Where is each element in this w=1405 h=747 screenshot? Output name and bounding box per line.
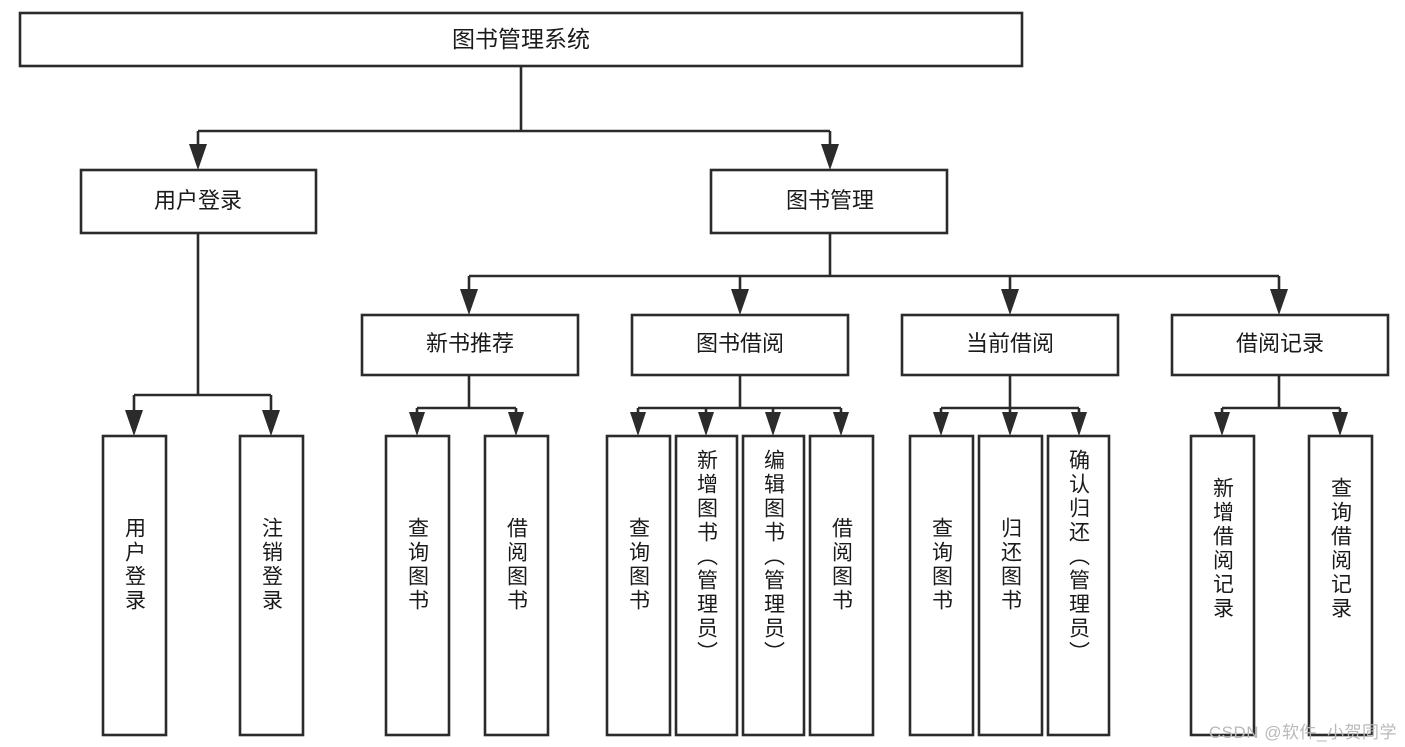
arrow-head-book-borrow [731,289,749,315]
arrow-head-bb-leaf-4 [833,412,849,436]
arrow-head-book-manage [821,144,839,170]
node-leaf-borrow-book-1-label: 借阅图书 [505,517,529,613]
node-leaf-add-book[interactable]: 新增图书（管理员） [674,434,739,737]
node-leaf-query-book-1[interactable]: 查询图书 [384,434,451,737]
arrow-head-leaf-user-login [125,410,143,436]
arrow-head-bb-leaf-1 [630,412,646,436]
arrow-head-new-book [460,289,478,315]
node-leaf-query-book-2[interactable]: 查询图书 [605,434,672,737]
node-leaf-query-record-box[interactable] [1307,434,1374,737]
node-borrow-record-label: 借阅记录 [1236,331,1324,356]
node-leaf-edit-book[interactable]: 编辑图书（管理员） [741,434,806,737]
node-leaf-add-record[interactable]: 新增借阅记录 [1189,434,1256,737]
arrow-head-cb-leaf-3 [1071,412,1087,436]
node-leaf-edit-book-box[interactable] [741,434,806,737]
node-leaf-add-record-label: 新增借阅记录 [1211,477,1235,621]
node-current-borrow-label: 当前借阅 [966,331,1054,356]
node-leaf-add-record-box[interactable] [1189,434,1256,737]
node-leaf-borrow-book-1[interactable]: 借阅图书 [483,434,550,737]
node-leaf-query-book-1-box[interactable] [384,434,451,737]
node-leaf-confirm-return-box[interactable] [1046,434,1111,737]
node-book-borrow-label: 图书借阅 [696,331,784,356]
node-leaf-user-login[interactable]: 用户登录 [101,434,168,737]
arrow-head-nb-leaf-1 [409,412,425,436]
node-leaf-borrow-book-1-box[interactable] [483,434,550,737]
arrow-head-cb-leaf-2 [1002,412,1018,436]
node-book-manage-label: 图书管理 [786,188,874,213]
node-leaf-query-book-3-label: 查询图书 [930,517,954,613]
node-leaf-query-book-3-box[interactable] [908,434,975,737]
node-leaf-query-book-2-label: 查询图书 [627,517,651,613]
node-leaf-return-book[interactable]: 归还图书 [977,434,1044,737]
node-leaf-user-login-label: 用户登录 [123,517,147,613]
node-book-borrow[interactable]: 图书借阅 [630,313,850,377]
node-leaf-borrow-book-2-box[interactable] [808,434,875,737]
node-book-manage[interactable]: 图书管理 [709,168,949,235]
node-leaf-query-book-1-label: 查询图书 [406,517,430,613]
node-leaf-query-record[interactable]: 查询借阅记录 [1307,434,1374,737]
node-new-book-recommend-box[interactable] [360,313,580,377]
node-leaf-borrow-book-2[interactable]: 借阅图书 [808,434,875,737]
arrow-head-leaf-logout [262,410,280,436]
arrow-head-br-leaf-2 [1332,412,1348,436]
node-leaf-edit-book-label: 编辑图书（管理员） [762,449,786,665]
node-borrow-record[interactable]: 借阅记录 [1170,313,1390,377]
node-root[interactable]: 图书管理系统 [18,11,1024,68]
node-user-login-box[interactable] [79,168,318,235]
node-leaf-return-book-label: 归还图书 [999,517,1023,613]
arrow-head-br-leaf-1 [1214,412,1230,436]
node-leaf-logout-login-box[interactable] [238,434,305,737]
node-user-login-label: 用户登录 [154,188,242,213]
node-leaf-query-book-2-box[interactable] [605,434,672,737]
node-current-borrow-box[interactable] [900,313,1120,377]
node-leaf-logout-login-label: 注销登录 [260,517,284,613]
arrow-head-bb-leaf-2 [698,412,714,436]
arrow-head-current-borrow [1001,289,1019,315]
node-leaf-query-book-3[interactable]: 查询图书 [908,434,975,737]
node-root-box[interactable] [18,11,1024,68]
node-leaf-borrow-book-2-label: 借阅图书 [830,517,854,613]
arrow-head-cb-leaf-1 [933,412,949,436]
node-leaf-user-login-box[interactable] [101,434,168,737]
node-borrow-record-box[interactable] [1170,313,1390,377]
node-book-borrow-box[interactable] [630,313,850,377]
node-leaf-return-book-box[interactable] [977,434,1044,737]
node-leaf-confirm-return-label: 确认归还（管理员） [1067,449,1091,665]
node-new-book-recommend-label: 新书推荐 [426,331,514,356]
arrow-head-borrow-record [1270,289,1288,315]
arrow-head-user-login [189,144,207,170]
node-leaf-confirm-return[interactable]: 确认归还（管理员） [1046,434,1111,737]
node-leaf-query-record-label: 查询借阅记录 [1329,477,1353,621]
arrow-head-bb-leaf-3 [765,412,781,436]
node-root-label: 图书管理系统 [452,26,590,52]
node-leaf-add-book-box[interactable] [674,434,739,737]
node-leaf-logout-login[interactable]: 注销登录 [238,434,305,737]
node-current-borrow[interactable]: 当前借阅 [900,313,1120,377]
node-new-book-recommend[interactable]: 新书推荐 [360,313,580,377]
arrow-head-nb-leaf-2 [508,412,524,436]
connector-layer [125,66,1348,436]
node-user-login[interactable]: 用户登录 [79,168,318,235]
node-book-manage-box[interactable] [709,168,949,235]
node-leaf-add-book-label: 新增图书（管理员） [695,449,719,665]
